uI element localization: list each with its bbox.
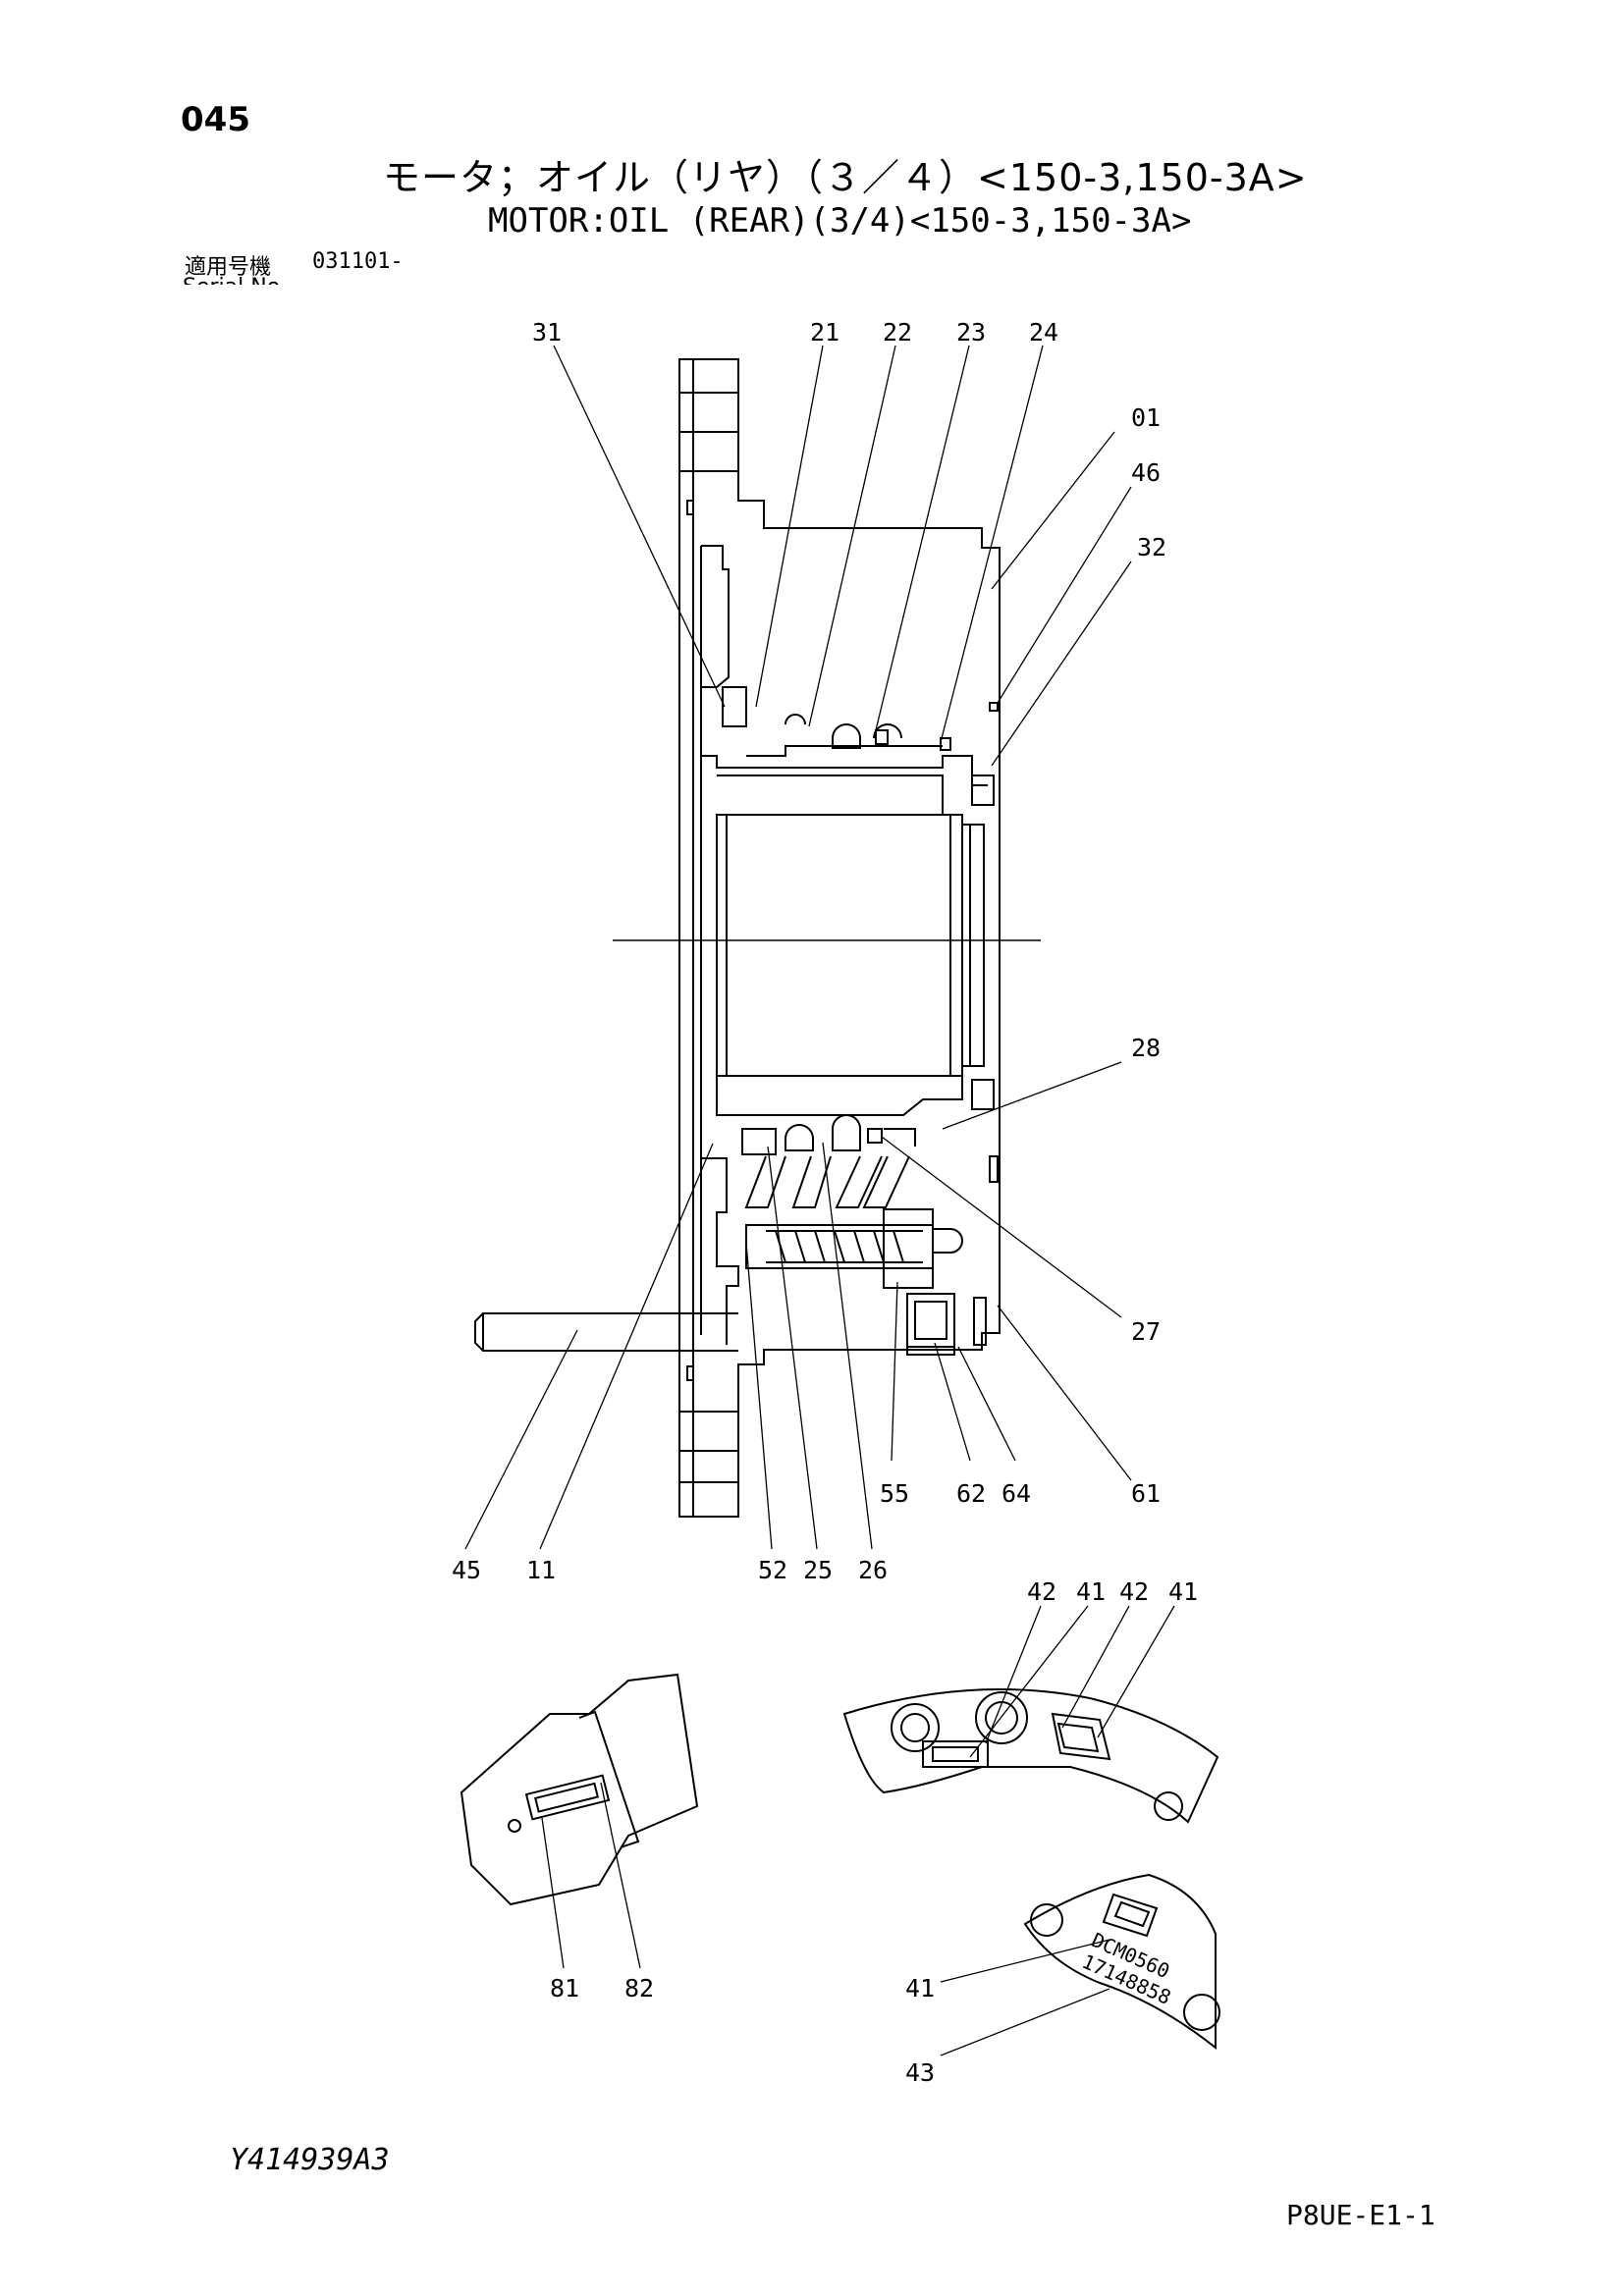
callout-52: 52 <box>758 1556 787 1584</box>
callout-46: 46 <box>1131 458 1161 487</box>
callout-42-left: 42 <box>1027 1577 1056 1606</box>
callout-26: 26 <box>858 1556 888 1584</box>
leader-lines <box>464 345 1132 1550</box>
callout-64: 64 <box>1001 1479 1031 1508</box>
callout-41-right: 41 <box>1168 1577 1198 1606</box>
callout-45: 45 <box>452 1556 481 1584</box>
callout-24: 24 <box>1029 318 1058 347</box>
callout-22: 22 <box>883 318 912 347</box>
arc-segment-detail <box>842 1605 1219 1824</box>
callout-41-nameplate: 41 <box>905 1974 935 2002</box>
page-number: 045 <box>181 100 250 139</box>
callout-43: 43 <box>905 2058 935 2087</box>
page-code: P8UE-E1-1 <box>1286 2199 1435 2231</box>
callout-23: 23 <box>956 318 986 347</box>
callout-01: 01 <box>1131 403 1161 432</box>
callout-81: 81 <box>550 1974 579 2002</box>
callout-82: 82 <box>624 1974 654 2002</box>
callout-11: 11 <box>526 1556 556 1584</box>
drawing-number: Y414939A3 <box>230 2143 390 2177</box>
title-japanese: モータ；オイル（リヤ）（３／４）<150-3,150-3A> <box>383 156 1308 199</box>
callout-55: 55 <box>880 1479 909 1508</box>
serial-value: 031101- <box>312 249 404 274</box>
callout-62: 62 <box>956 1479 986 1508</box>
plate-detail <box>460 1673 699 1969</box>
callout-labels: 31 21 22 23 24 01 46 32 28 27 61 45 11 5… <box>452 318 1198 2087</box>
callout-28: 28 <box>1131 1034 1161 1062</box>
serial-label-english: Serial No. <box>183 275 287 285</box>
callout-21: 21 <box>810 318 839 347</box>
title-english: MOTOR:OIL (REAR)(3/4)<150-3,150-3A> <box>488 201 1192 240</box>
motor-section-view <box>474 358 1041 1518</box>
callout-27: 27 <box>1131 1317 1161 1346</box>
callout-42-right: 42 <box>1119 1577 1149 1606</box>
callout-25: 25 <box>803 1556 833 1584</box>
callout-41-left: 41 <box>1076 1577 1106 1606</box>
serial-label: 適用号機 <box>185 255 272 280</box>
nameplate-segment-detail: DCM0560 17148858 <box>940 1873 1220 2056</box>
callout-31: 31 <box>532 318 562 347</box>
callout-32: 32 <box>1137 533 1166 561</box>
callout-61: 61 <box>1131 1479 1161 1508</box>
